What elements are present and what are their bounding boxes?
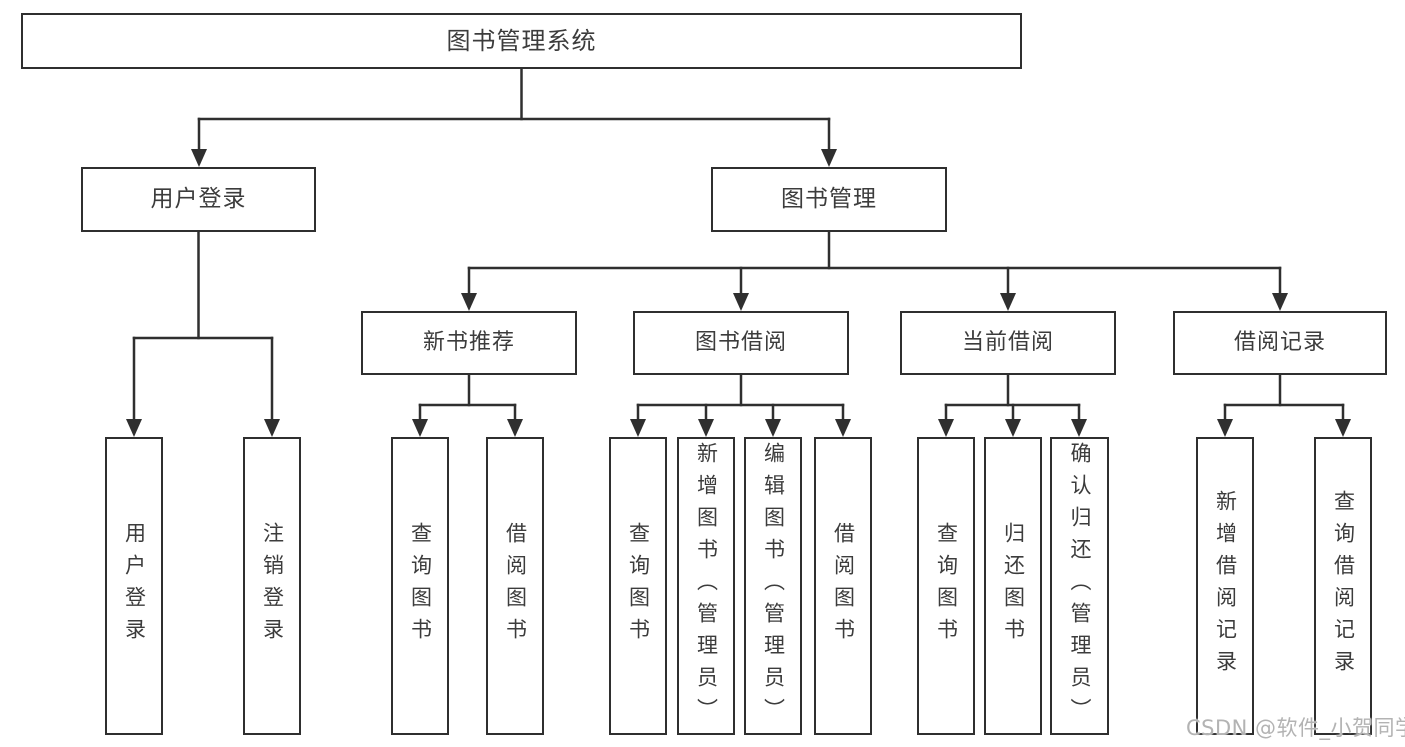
leaf-borrow-books-recommend: 借阅图书 [486, 437, 544, 735]
arrowhead-icon [765, 419, 781, 437]
arrowhead-icon [1335, 419, 1351, 437]
leaf-user-login: 用户登录 [105, 437, 163, 735]
leaf-query-books-current: 查询图书 [917, 437, 975, 735]
node-user-login: 用户登录 [81, 167, 316, 232]
arrowhead-icon [191, 149, 207, 167]
arrowhead-icon [821, 149, 837, 167]
leaf-borrow-books-borrowing: 借阅图书 [814, 437, 872, 735]
arrowhead-icon [1005, 419, 1021, 437]
arrowhead-icon [835, 419, 851, 437]
node-new-book-recommendation: 新书推荐 [361, 311, 577, 375]
leaf-query-books-borrowing: 查询图书 [609, 437, 667, 735]
arrowhead-icon [630, 419, 646, 437]
arrowhead-icon [507, 419, 523, 437]
leaf-add-books-admin: 新增图书（管理员） [677, 437, 735, 735]
leaf-logout: 注销登录 [243, 437, 301, 735]
node-current-borrowing: 当前借阅 [900, 311, 1116, 375]
arrowhead-icon [412, 419, 428, 437]
arrowhead-icon [938, 419, 954, 437]
branch-current-borrowing [938, 373, 1087, 437]
arrowhead-icon [733, 293, 749, 311]
branch-new-book-recommendation [412, 373, 523, 437]
node-book-borrowing: 图书借阅 [633, 311, 849, 375]
arrowhead-icon [1217, 419, 1233, 437]
leaf-query-books-recommend: 查询图书 [391, 437, 449, 735]
arrowhead-icon [1000, 293, 1016, 311]
branch-user-login [126, 230, 280, 437]
arrowhead-icon [1272, 293, 1288, 311]
arrowhead-icon [461, 293, 477, 311]
node-book-management: 图书管理 [711, 167, 947, 232]
branch-borrowing-records [1217, 373, 1351, 437]
leaf-edit-books-admin: 编辑图书（管理员） [744, 437, 802, 735]
leaf-add-borrow-record: 新增借阅记录 [1196, 437, 1254, 735]
arrowhead-icon [1071, 419, 1087, 437]
leaf-confirm-return-admin: 确认归还（管理员） [1050, 437, 1109, 735]
branch-book-management [461, 230, 1288, 311]
leaf-return-books: 归还图书 [984, 437, 1042, 735]
node-borrowing-records: 借阅记录 [1173, 311, 1387, 375]
node-library-management-system: 图书管理系统 [21, 13, 1022, 69]
arrowhead-icon [698, 419, 714, 437]
branch-book-borrowing [630, 373, 851, 437]
arrowhead-icon [126, 419, 142, 437]
arrowhead-icon [264, 419, 280, 437]
branch-root [191, 67, 837, 167]
leaf-query-borrow-record: 查询借阅记录 [1314, 437, 1372, 735]
csdn-watermark: CSDN @软件_小贺同学 [1186, 716, 1405, 740]
